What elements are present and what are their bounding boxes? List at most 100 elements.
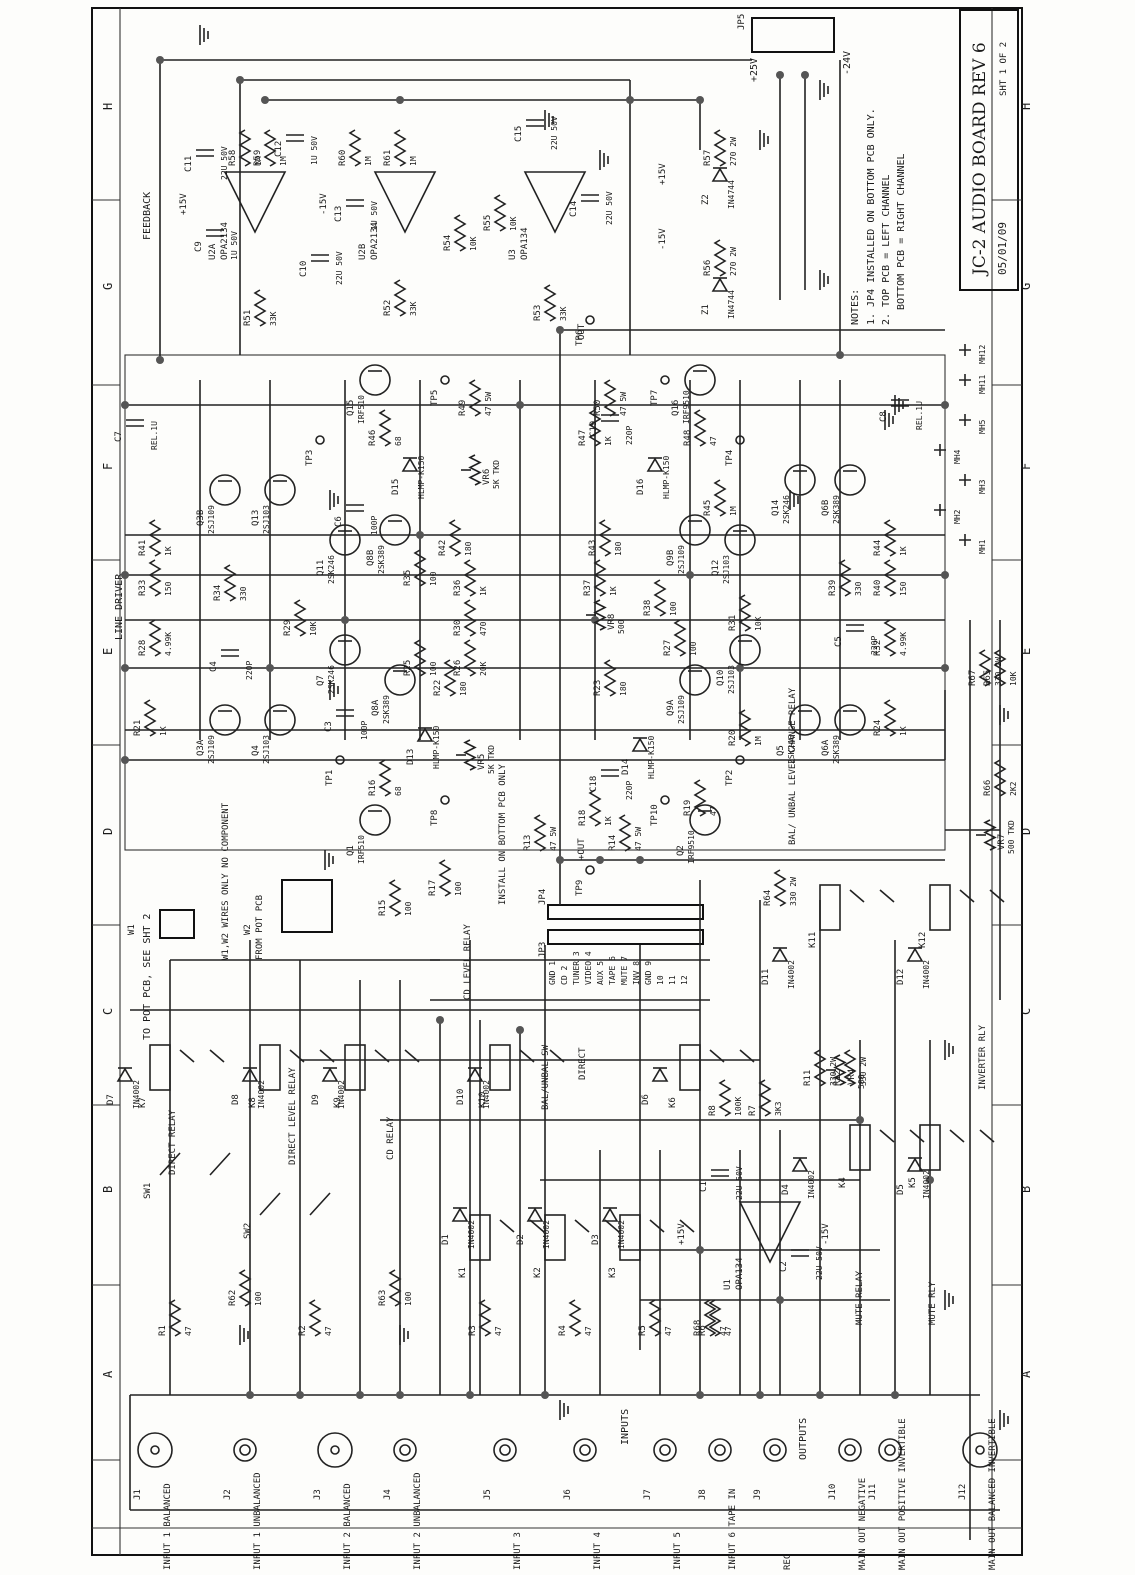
resistor-value: 100 bbox=[429, 571, 438, 586]
junction-dot bbox=[436, 1016, 444, 1024]
jp-pin-label: INV 8 bbox=[632, 961, 641, 985]
transistor-q3a bbox=[209, 704, 241, 736]
ground-symbol bbox=[894, 395, 904, 415]
resistor-r18 bbox=[588, 789, 602, 827]
title-block bbox=[959, 9, 1019, 291]
capacitor-value: 220P bbox=[870, 636, 879, 655]
resistor-value: 1M bbox=[364, 156, 373, 166]
diode-z2 bbox=[711, 167, 729, 182]
diode-ref: D9 bbox=[311, 1094, 321, 1105]
resistor-ref: R18 bbox=[578, 810, 588, 826]
relay-contact bbox=[949, 1129, 965, 1143]
junction-dot bbox=[596, 856, 604, 864]
resistor-value: 1K bbox=[164, 546, 173, 556]
relay-coil-k7 bbox=[149, 1044, 171, 1091]
resistor-value: 180 bbox=[459, 681, 468, 696]
jack-center bbox=[499, 1444, 511, 1456]
resistor-r66 bbox=[993, 759, 1007, 797]
jp-pin-label: GND 1 bbox=[548, 961, 557, 985]
resistor-ref: R51 bbox=[243, 310, 253, 326]
relay-coil-k2 bbox=[544, 1214, 566, 1261]
opamp-ref: U3 bbox=[508, 249, 518, 260]
resistor-ref: R30 bbox=[453, 620, 463, 636]
resistor-value: 1M bbox=[729, 506, 738, 516]
junction-dot bbox=[261, 96, 269, 104]
junction-dot bbox=[836, 351, 844, 359]
mounting-hole-ref: MH11 bbox=[978, 375, 987, 394]
junction-dot bbox=[891, 1391, 899, 1399]
junction-dot bbox=[776, 1296, 784, 1304]
resistor-ref: R3 bbox=[468, 1325, 478, 1336]
transistor-part: IRF9510 bbox=[687, 830, 696, 864]
resistor-ref: R25 bbox=[403, 660, 413, 676]
capacitor-ref: C13 bbox=[334, 206, 344, 222]
jack-center bbox=[884, 1444, 896, 1456]
junction-dot bbox=[686, 571, 694, 579]
power-jp5: JP5 bbox=[737, 14, 747, 30]
resistor-value: 47 bbox=[719, 1326, 728, 1336]
zone-letter-left: E bbox=[101, 648, 115, 655]
transistor-part: 2SK246 bbox=[327, 665, 336, 694]
resistor-ref: R55 bbox=[483, 215, 493, 231]
resistor-r12 bbox=[843, 1049, 857, 1087]
resistor-ref: R64 bbox=[763, 890, 773, 906]
jp-pin-label: MUTE 7 bbox=[620, 956, 629, 985]
mounting-hole-ref: MH3 bbox=[978, 479, 987, 494]
resistor-value: 1K bbox=[899, 726, 908, 736]
junction-dot bbox=[756, 1391, 764, 1399]
capacitor-value: 100P bbox=[370, 516, 379, 535]
zone-letter-right: A bbox=[1019, 1370, 1033, 1378]
ground-symbol bbox=[819, 270, 829, 290]
resistor-value: 68 bbox=[394, 436, 403, 446]
jack-center bbox=[844, 1444, 856, 1456]
test-point-ref: TP1 bbox=[325, 770, 335, 786]
diode-part: IN4002 bbox=[257, 1080, 266, 1109]
label-bal-unbal-change: BAL/ UNBAL LEVEL CHANGE RELAY bbox=[788, 687, 798, 845]
w2-box bbox=[281, 879, 333, 933]
resistor-ref: R37 bbox=[583, 580, 593, 596]
resistor-value: 10K bbox=[754, 616, 763, 631]
resistor-value: 1K bbox=[159, 726, 168, 736]
resistor-r3 bbox=[478, 1299, 492, 1337]
relay-coil-k8 bbox=[259, 1044, 281, 1091]
capacitor-value: 220P bbox=[625, 781, 634, 800]
jp-pin-label: 10 bbox=[656, 975, 665, 985]
ground-symbol bbox=[819, 80, 829, 100]
label-to-pot-pcb: TO POT PCB, SEE SHT 2 bbox=[142, 914, 153, 1040]
resistor-r38 bbox=[653, 579, 667, 617]
resistor-r62 bbox=[238, 1269, 252, 1307]
transistor-part: 2SK389 bbox=[382, 695, 391, 724]
mounting-hole-mh3 bbox=[959, 474, 971, 486]
diode-ref: D16 bbox=[636, 479, 646, 495]
junction-dot bbox=[736, 664, 744, 672]
resistor-r23 bbox=[603, 659, 617, 697]
relay-contact bbox=[179, 1049, 195, 1063]
junction-dot bbox=[236, 76, 244, 84]
line-driver-outline bbox=[124, 354, 946, 851]
relay-contact bbox=[959, 889, 975, 903]
junction-dot bbox=[941, 401, 949, 409]
transistor-q8a bbox=[384, 664, 416, 696]
resistor-r58 bbox=[238, 129, 252, 167]
resistor-r6 bbox=[708, 1299, 722, 1337]
resistor-r14 bbox=[618, 814, 632, 852]
capacitor-ref: C12 bbox=[274, 141, 284, 157]
jack-center bbox=[714, 1444, 726, 1456]
jp-pin-label: 12 bbox=[680, 975, 689, 985]
pot-ref: VR6 bbox=[482, 469, 492, 485]
jack-label: MAIN OUT BALANCED INVERTIBLE bbox=[988, 1418, 998, 1570]
test-point-tp7 bbox=[660, 375, 670, 385]
jp-pin-label: 11 bbox=[668, 975, 677, 985]
resistor-r11 bbox=[813, 1049, 827, 1087]
resistor-ref: R57 bbox=[703, 150, 713, 166]
jack-j8 bbox=[708, 1438, 732, 1462]
transistor-ref: Q9B bbox=[666, 550, 676, 566]
switch-sw2 bbox=[259, 1192, 281, 1216]
relay-ref: K3 bbox=[608, 1267, 618, 1278]
capacitor-ref: C19 bbox=[589, 421, 599, 437]
jp-pin-label: GND 9 bbox=[644, 961, 653, 985]
resistor-ref: R1 bbox=[158, 1325, 168, 1336]
pot-vr4 bbox=[833, 1054, 847, 1086]
jack-j4 bbox=[393, 1438, 417, 1462]
